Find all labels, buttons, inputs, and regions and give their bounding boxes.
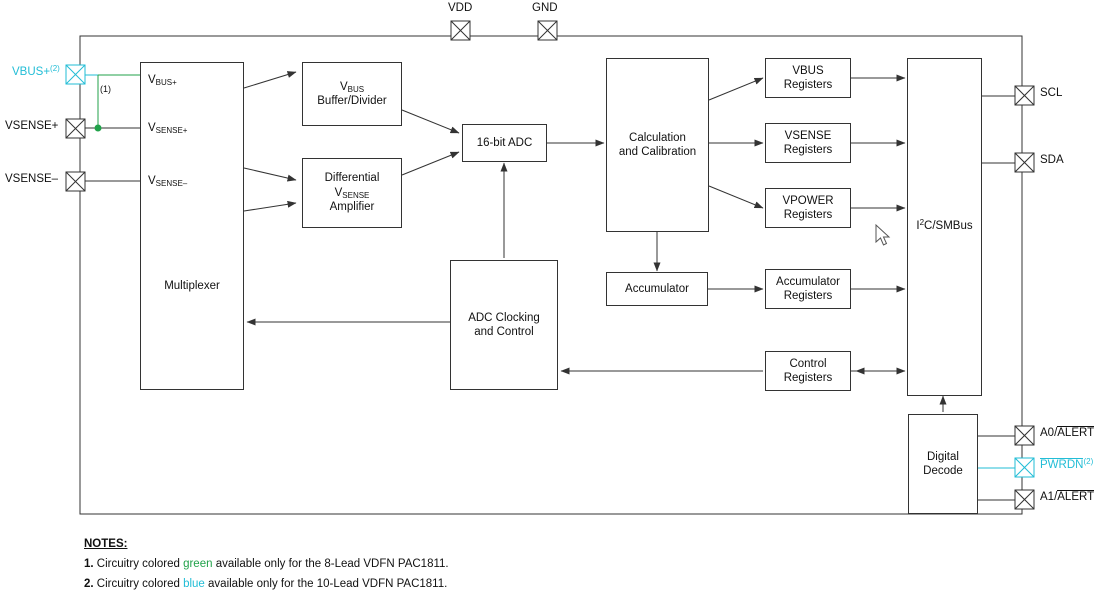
block-adc: 16-bit ADC <box>462 124 547 162</box>
block-accumulator-label: Accumulator <box>625 282 689 295</box>
mux-input-vbus-plus: VBUS+ <box>148 74 177 87</box>
note-1: 1. Circuitry colored green available onl… <box>84 558 449 570</box>
block-multiplexer: Multiplexer <box>140 62 244 390</box>
pin-label-scl: SCL <box>1040 87 1063 99</box>
block-accumulator: Accumulator <box>606 272 708 306</box>
note-1-pre: Circuitry colored <box>96 558 184 570</box>
pin-label-vsense-plus: VSENSE+ <box>5 120 59 132</box>
mouse-pointer <box>875 223 891 246</box>
pin-label-pwrdn: PWRDN(2) <box>1040 457 1094 471</box>
note-2: 2. Circuitry colored blue available only… <box>84 578 447 590</box>
pin-label-sda: SDA <box>1040 154 1064 166</box>
pin-label-vdd: VDD <box>448 2 473 14</box>
pin-label-vbus-plus: VBUS+(2) <box>12 64 60 78</box>
note-1-post: available only for the 8-Lead VDFN PAC18… <box>212 558 449 570</box>
mux-input-vsense-plus: VSENSE+ <box>148 122 188 135</box>
pin-label-vbus-plus-text: VBUS+ <box>12 66 51 78</box>
block-adc-label: 16-bit ADC <box>476 136 533 149</box>
note-2-colored: blue <box>183 578 205 590</box>
note-2-number: 2. <box>84 578 94 590</box>
note-2-post: available only for the 10-Lead VDFN PAC1… <box>204 578 448 590</box>
block-i2c-smbus: I2C/SMBus <box>907 58 982 396</box>
block-multiplexer-label: Multiplexer <box>164 280 220 292</box>
note-1-number: 1. <box>84 558 94 570</box>
pin-label-pwrdn-sup: (2) <box>1083 457 1094 466</box>
note-1-colored: green <box>183 558 213 570</box>
callout-1: (1) <box>100 84 111 94</box>
pin-label-a0-alert: A0/ALERT <box>1040 426 1095 439</box>
block-i2c-smbus-label: I2C/SMBus <box>916 218 973 232</box>
pin-label-a1-alert: A1/ALERT <box>1040 490 1095 503</box>
pin-label-vbus-plus-sup: (2) <box>50 64 60 73</box>
mux-input-vsense-minus: VSENSE– <box>148 175 188 188</box>
notes-title: NOTES: <box>84 538 128 550</box>
pin-label-vsense-minus: VSENSE– <box>5 173 59 185</box>
pin-label-gnd: GND <box>532 2 558 14</box>
note-2-pre: Circuitry colored <box>96 578 184 590</box>
